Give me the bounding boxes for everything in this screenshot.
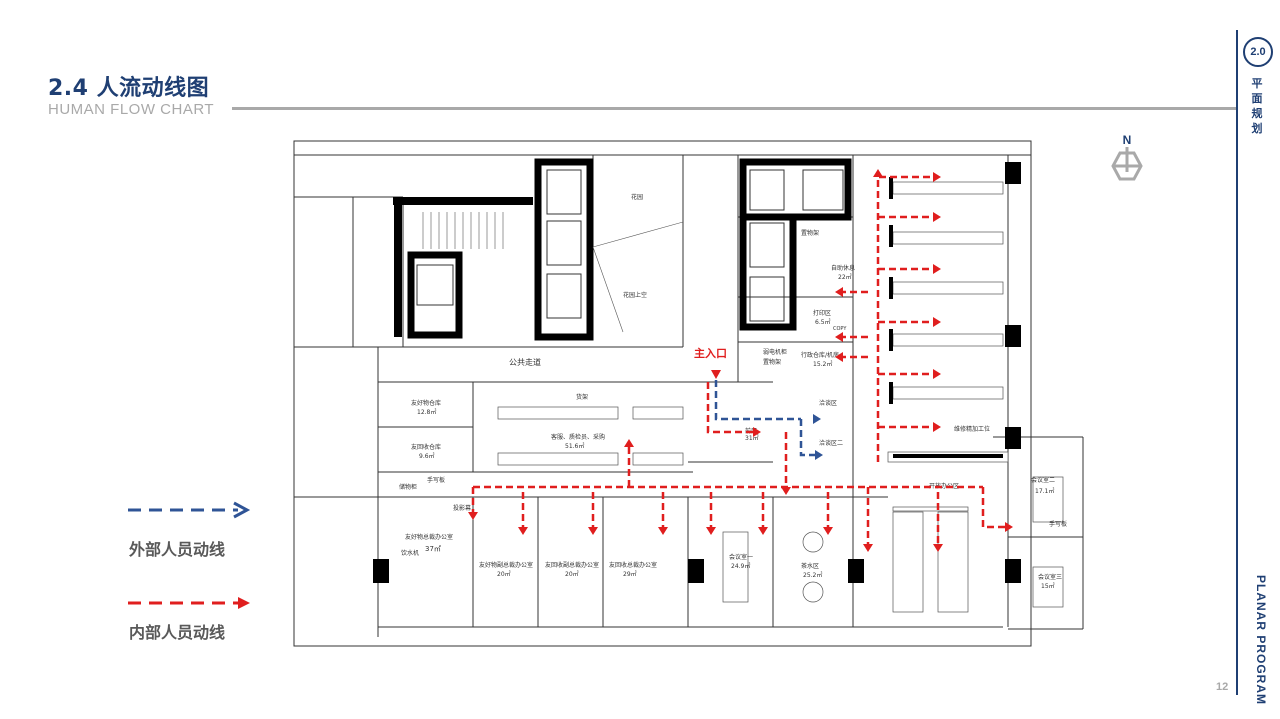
room-gym-area: 22㎡ (838, 273, 852, 281)
room-lobby-area: 31㎡ (745, 434, 759, 442)
room-tea: 茶水区 (801, 562, 819, 570)
room-weak-shelf: 置物架 (763, 358, 781, 366)
section-label-en: PLANAR PROGRAM (1254, 575, 1268, 705)
compass-label: N (1123, 133, 1132, 147)
room-office-4: 友回收总裁办公室 (609, 561, 657, 569)
title-divider (232, 107, 1236, 110)
locker-dots (889, 177, 1003, 458)
main-entrance-marker (711, 370, 721, 379)
page-number: 12 (1216, 681, 1229, 693)
room-office-2: 友好物副总裁办公室 (479, 561, 533, 569)
room-office-1-area: 37㎡ (425, 545, 441, 553)
sidebar-divider (1236, 30, 1238, 695)
room-office-1: 友好物总裁办公室 (405, 533, 453, 541)
room-mail: 投影幕 (453, 504, 471, 512)
page-title: 2.4 人流动线图 (48, 76, 210, 101)
external-flow-legend-arrow (128, 501, 251, 519)
room-tea-area: 25.2㎡ (803, 571, 822, 579)
room-warehouse-1-area: 12.8㎡ (417, 408, 436, 416)
internal-flow-arrowheads (468, 169, 1013, 552)
room-office-4-area: 29㎡ (623, 570, 637, 578)
room-workbench: 维修精加工位 (954, 425, 990, 433)
room-water: 饮水机 (401, 549, 419, 557)
workstations-south (892, 506, 969, 613)
room-whiteboard-2: 手写板 (427, 476, 445, 484)
room-admin-area: 15.2㎡ (813, 360, 832, 368)
service-desks (497, 406, 684, 466)
internal-flow-legend-label: 内部人员动线 (129, 623, 226, 642)
external-flow-paths (714, 380, 815, 457)
room-meeting-2: 会议室二 (1031, 476, 1055, 484)
room-warehouse-1: 友好物仓库 (411, 399, 441, 407)
room-meeting-3: 会议室三 (1038, 573, 1062, 581)
room-meeting-2-area: 17.1㎡ (1035, 487, 1054, 495)
room-office-2-area: 20㎡ (497, 570, 511, 578)
stairs (422, 212, 504, 249)
room-meeting-3-area: 15㎡ (1041, 582, 1055, 590)
garden-void-lines (592, 221, 684, 333)
room-garden-void: 花园上空 (623, 291, 647, 299)
room-meeting-1: 会议室一 (729, 553, 753, 561)
floor-plan: 公共走道 花园 花园上空 置物架 自助休息 22㎡ 打印区 6.5㎡ COPY … (293, 140, 1084, 647)
room-reception-2: 洽谈区二 (819, 439, 843, 447)
room-gym: 自助休息 (831, 264, 855, 272)
room-copy: COPY (833, 326, 847, 332)
room-office-3: 友回收副总裁办公室 (545, 561, 599, 569)
room-warehouse-2: 友回收仓库 (411, 443, 441, 451)
external-flow-arrowheads (813, 414, 823, 460)
section-label-zh: 平面规划 (1251, 77, 1263, 135)
external-flow-legend-label: 外部人员动线 (129, 540, 226, 559)
room-open-office: 开放办公区 (929, 482, 959, 490)
meeting-tables (722, 476, 1064, 608)
section-badge: 2.0 (1243, 37, 1273, 67)
room-reception-1: 洽谈区 (819, 399, 837, 407)
room-print-area: 6.5㎡ (815, 318, 831, 326)
room-service-area: 51.6㎡ (565, 442, 584, 450)
room-corridor: 公共走道 (509, 357, 541, 367)
north-compass-icon: N (1111, 133, 1143, 181)
structural-cores (407, 158, 852, 341)
room-office-3-area: 20㎡ (565, 570, 579, 578)
page-subtitle: HUMAN FLOW CHART (48, 101, 215, 118)
room-locker: 储物柜 (399, 483, 417, 491)
room-weak: 弱电机柜 (763, 348, 787, 356)
room-meeting-1-area: 24.9㎡ (731, 562, 750, 570)
main-entrance-label: 主入口 (694, 346, 727, 360)
room-storage: 置物架 (801, 229, 819, 237)
room-shelf: 货架 (576, 393, 588, 401)
room-service: 客服、质检员、采购 (551, 433, 605, 441)
elevators (416, 169, 844, 322)
room-whiteboard: 手写板 (1049, 520, 1067, 528)
room-print: 打印区 (813, 309, 831, 317)
room-warehouse-2-area: 9.6㎡ (419, 452, 435, 460)
internal-flow-paths (471, 175, 1005, 544)
internal-flow-legend-arrow (128, 597, 250, 609)
room-garden: 花园 (631, 193, 643, 201)
outer-black-wall (393, 197, 533, 337)
columns (373, 162, 1021, 583)
room-admin: 行政仓库/机房 (801, 351, 839, 359)
